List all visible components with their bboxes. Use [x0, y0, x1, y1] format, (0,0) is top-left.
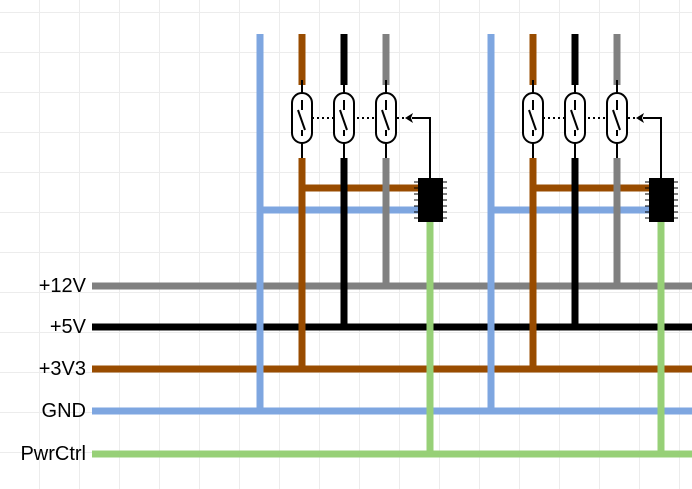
arrowhead-icon	[405, 113, 413, 123]
bus-label-gnd: GND	[41, 400, 86, 422]
relay-icon	[606, 92, 628, 144]
bus-label-12v: +12V	[38, 275, 86, 297]
control-arrow	[412, 117, 431, 178]
relay-switch-contact	[297, 109, 306, 131]
relay-switch-contact	[570, 109, 579, 131]
relay-switch-contact	[339, 109, 348, 131]
ic-chip-icon	[649, 178, 674, 222]
ic-chip-icon	[418, 178, 443, 222]
arrowhead-icon	[636, 113, 644, 123]
control-arrow	[643, 117, 662, 178]
relay-icon	[564, 92, 586, 144]
bus-label-5v: +5V	[49, 316, 86, 338]
relay-icon	[291, 92, 313, 144]
bus-label-3v3: +3V3	[38, 358, 86, 380]
bus-label-pwrctrl: PwrCtrl	[20, 443, 86, 465]
relay-icon	[375, 92, 397, 144]
relay-switch-contact	[528, 109, 537, 131]
relay-switch-contact	[612, 109, 621, 131]
relay-switch-contact	[381, 109, 390, 131]
relay-icon	[522, 92, 544, 144]
relay-icon	[333, 92, 355, 144]
